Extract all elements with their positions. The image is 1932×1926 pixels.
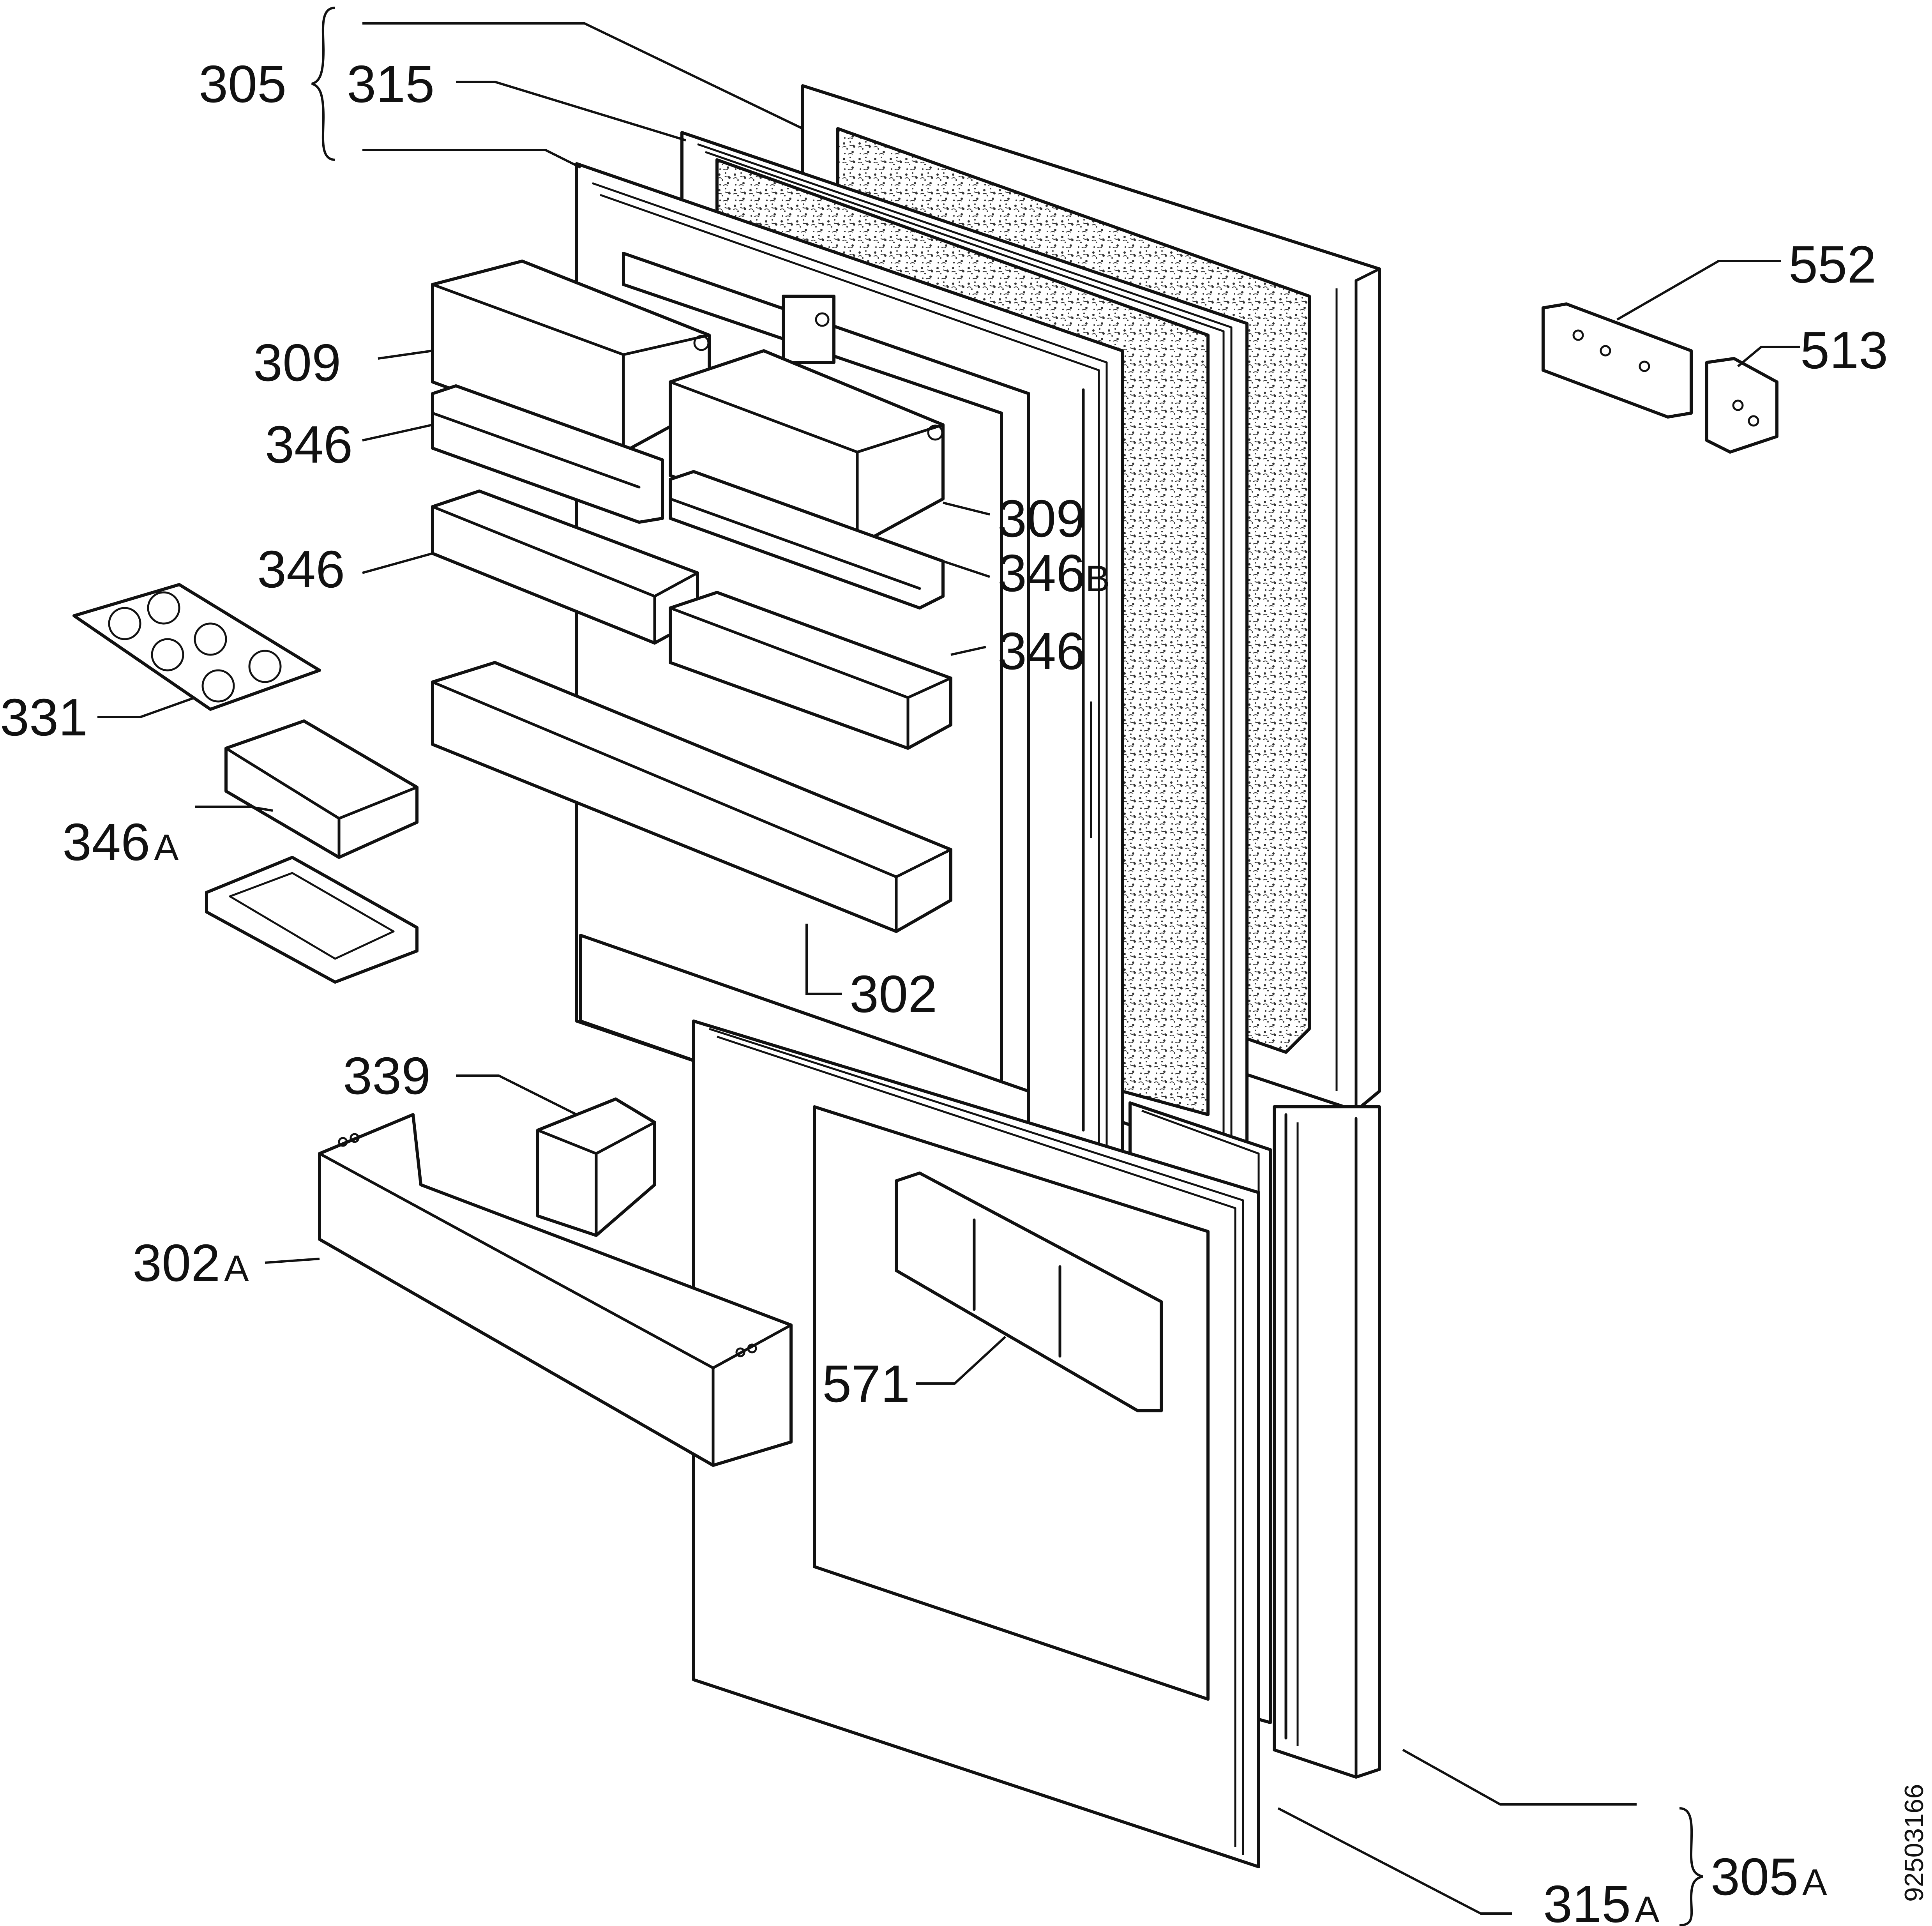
label-302: 302 (849, 965, 937, 1023)
label-331: 331 (0, 688, 88, 747)
part-346A-butter-dish-base (205, 856, 419, 984)
part-346-upper-lid (431, 384, 664, 524)
leader-lines (97, 7, 1800, 1926)
label-513: 513 (1800, 321, 1888, 380)
lower-door-outer-panel (1273, 1105, 1381, 1779)
part-302A-bottle-shelf (318, 1113, 793, 1467)
part-331-egg-tray (72, 583, 321, 711)
part-346A-butter-dish-lid (224, 719, 419, 859)
label-346-upper: 346 (265, 415, 353, 474)
part-302-door-shelf (431, 661, 952, 933)
part-339-door-part (536, 1097, 656, 1237)
label-346-middle: 346 (257, 540, 345, 599)
label-305: 305 (199, 55, 286, 113)
part-513-bracket (1705, 357, 1778, 454)
label-552: 552 (1789, 235, 1876, 294)
part-571-panel (895, 1172, 1163, 1412)
label-346B: 346B (998, 544, 1110, 603)
label-309-middle: 309 (998, 489, 1085, 548)
part-346B-middle-lid (669, 470, 945, 610)
label-346-lower: 346 (998, 622, 1085, 680)
label-309-upper: 309 (253, 333, 341, 392)
document-code: 92503166 (1899, 1784, 1929, 1902)
label-339: 339 (343, 1046, 431, 1105)
label-315: 315 (347, 55, 434, 113)
part-346-middle-shelf (669, 591, 952, 750)
label-571: 571 (822, 1354, 910, 1413)
part-552-hinge-plate (1542, 302, 1693, 419)
